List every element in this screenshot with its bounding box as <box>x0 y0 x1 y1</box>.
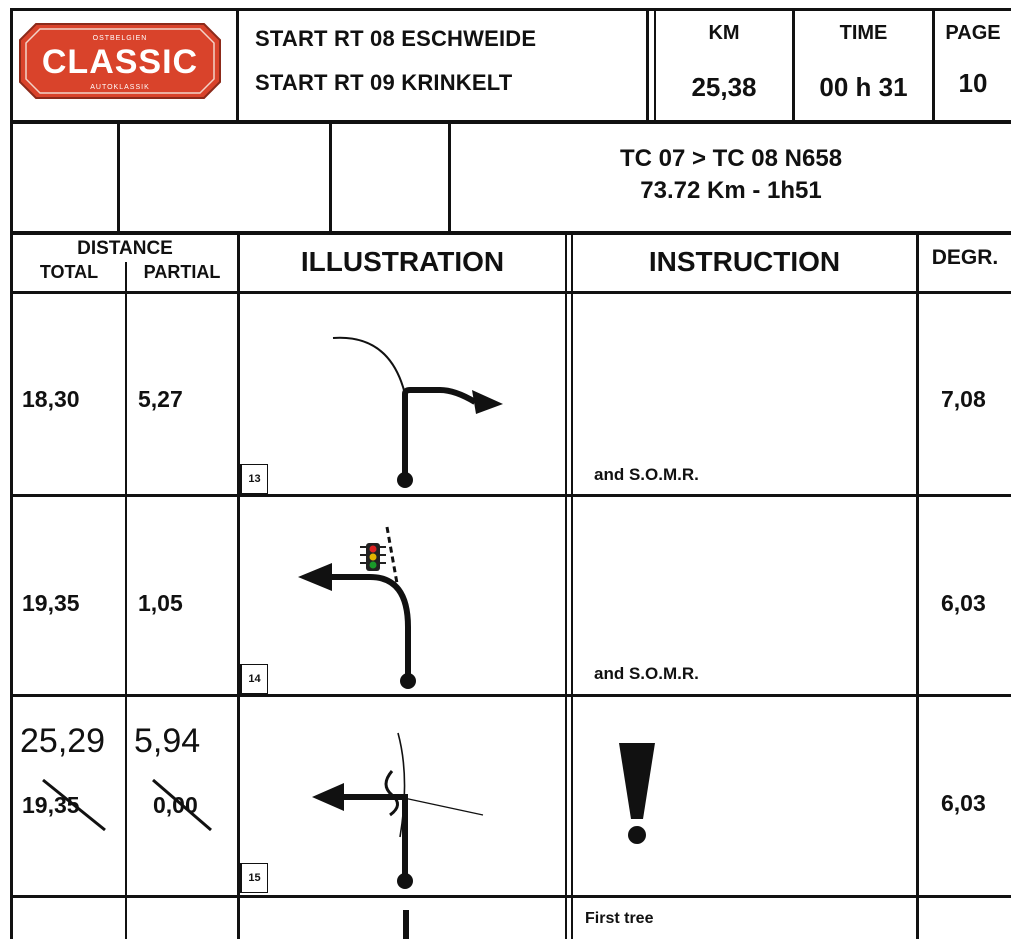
row-instruction: First tree <box>585 910 654 927</box>
row-degr: 6,03 <box>941 790 986 816</box>
time-label: TIME <box>839 22 888 44</box>
start-rt-08: START RT 08 ESCHWEIDE <box>255 26 537 51</box>
row-instruction: and S.O.M.R. <box>594 664 699 683</box>
row-total: 18,30 <box>22 386 80 412</box>
hand-partial: 5,94 <box>134 722 201 760</box>
col-partial: PARTIAL <box>143 262 221 282</box>
tulip-diagram <box>298 526 416 689</box>
col-instruction: INSTRUCTION <box>648 246 841 277</box>
km-value: 25,38 <box>691 72 757 102</box>
danger-exclamation-icon <box>619 743 655 844</box>
col-distance: DISTANCE <box>77 238 173 259</box>
box-number: 15 <box>240 863 268 893</box>
classic-logo: OSTBELGIEN CLASSIC AUTOKLASSIK <box>19 23 221 99</box>
strike-marks <box>42 778 212 832</box>
row-total: 19,35 <box>22 590 80 616</box>
logo-bottom-text: AUTOKLASSIK <box>90 84 150 91</box>
time-value: 00 h 31 <box>819 72 908 102</box>
row-degr: 6,03 <box>941 590 986 616</box>
row-partial: 5,27 <box>138 386 183 412</box>
row-total: 19,35 <box>22 792 80 818</box>
tulip-diagram <box>312 732 484 889</box>
tulip-diagram <box>332 336 503 488</box>
box-number: 13 <box>240 464 268 494</box>
section-line-2: 73.72 Km - 1h51 <box>640 177 822 204</box>
km-label: KM <box>708 22 740 44</box>
row-instruction: and S.O.M.R. <box>594 465 699 484</box>
page-label: PAGE <box>945 22 1001 44</box>
logo-main-text: CLASSIC <box>42 43 198 81</box>
page-value: 10 <box>958 68 988 98</box>
col-degr: DEGR. <box>931 246 999 269</box>
row-partial: 1,05 <box>138 590 183 616</box>
start-rt-09: START RT 09 KRINKELT <box>255 70 513 95</box>
row-degr: 7,08 <box>941 386 986 412</box>
traffic-light-icon <box>360 543 386 571</box>
col-illustration: ILLUSTRATION <box>300 246 505 277</box>
box-number: 14 <box>240 664 268 694</box>
road-segment <box>403 910 409 939</box>
logo-top-text: OSTBELGIEN <box>93 35 148 42</box>
hand-total: 25,29 <box>20 722 106 760</box>
col-total: TOTAL <box>39 262 99 282</box>
section-line-1: TC 07 > TC 08 N658 <box>619 145 843 172</box>
